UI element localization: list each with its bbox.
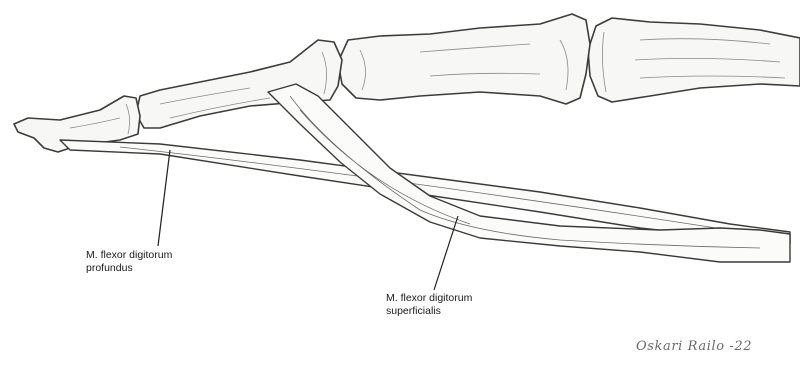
profundus-leader-line (158, 150, 170, 246)
superficialis-label: M. flexor digitorum superficialis (386, 292, 472, 318)
artist-signature: Oskari Railo -22 (636, 339, 752, 354)
superficialis-label-line-1: M. flexor digitorum (386, 292, 472, 305)
metacarpal-bone (588, 18, 800, 102)
profundus-label-line-2: profundus (86, 262, 172, 275)
profundus-label-line-1: M. flexor digitorum (86, 249, 172, 262)
superficialis-label-line-2: superficialis (386, 305, 472, 318)
proximal-phalanx-bone (338, 14, 590, 104)
profundus-label: M. flexor digitorum profundus (86, 249, 172, 275)
